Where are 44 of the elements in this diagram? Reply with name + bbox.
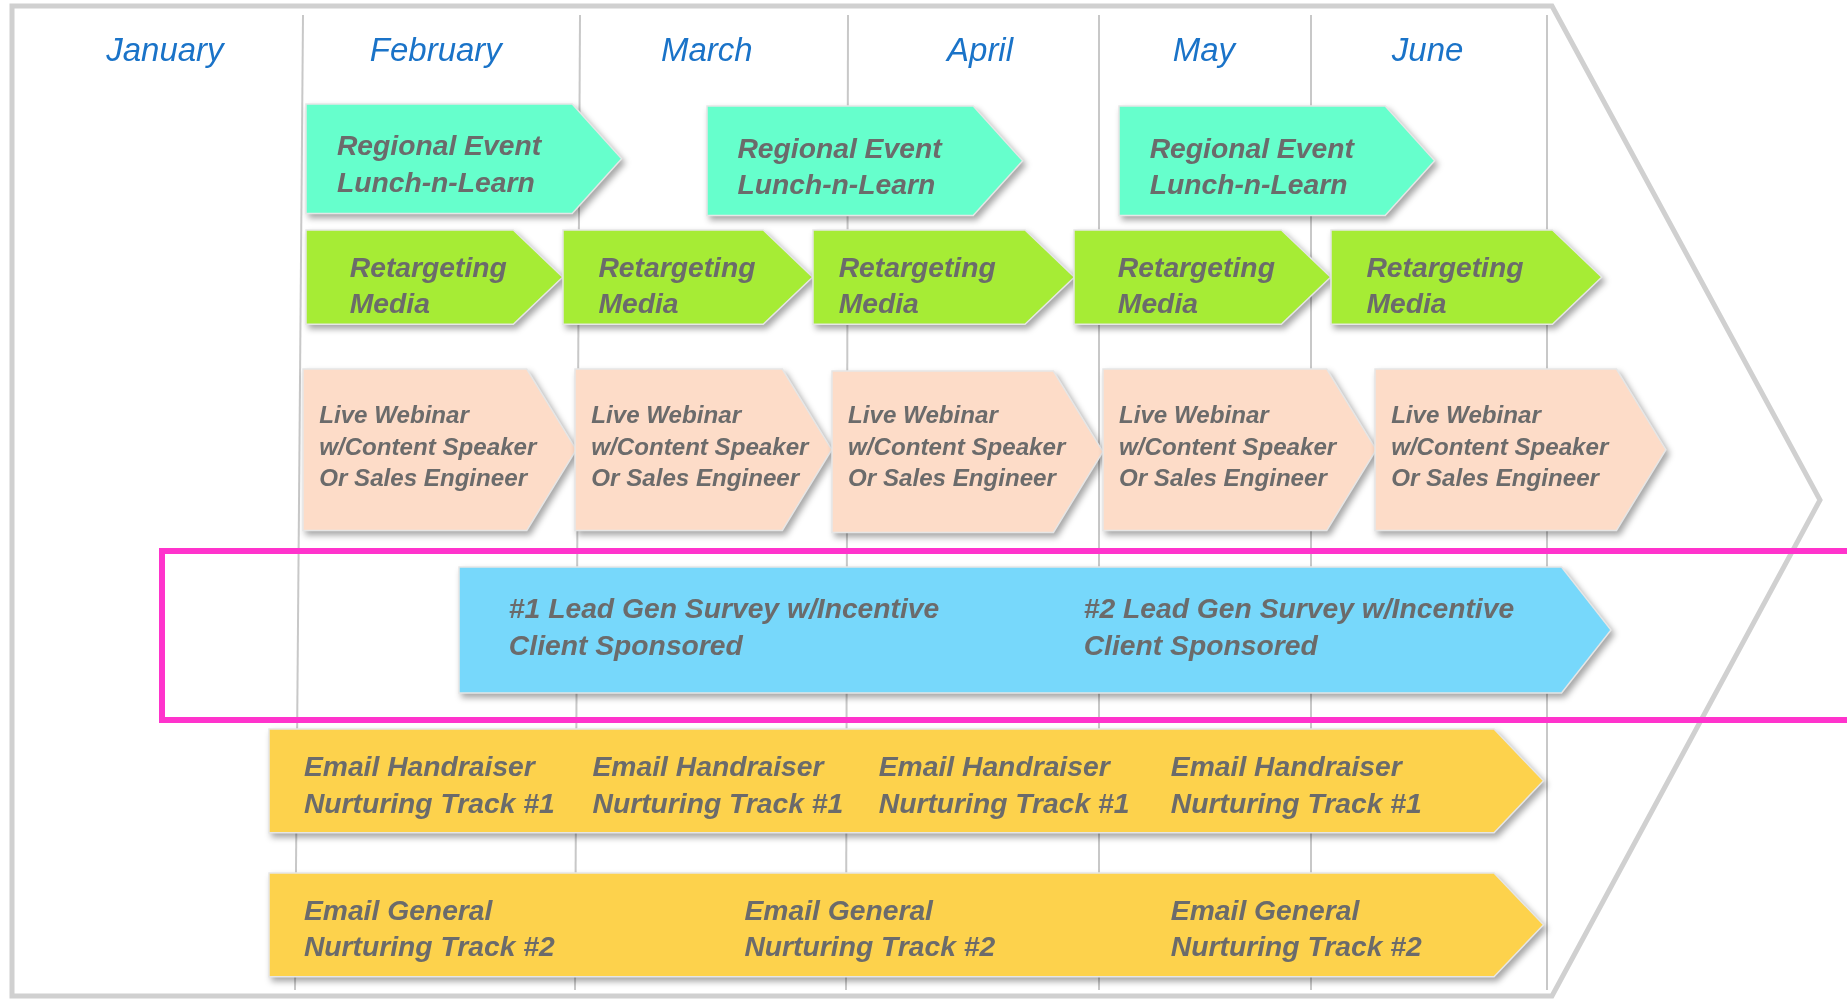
month-label: June (1391, 30, 1464, 69)
month-label: May (1172, 30, 1235, 69)
survey-block (459, 566, 1612, 693)
activity-text: Email Handraiser Nurturing Track #1 (303, 749, 556, 821)
activity-text: #2 Lead Gen Survey w/Incentive Client Sponsored (1083, 591, 1516, 663)
activity-text: Live Webinar w/Content Speaker Or Sales Engineer (848, 400, 1068, 494)
media-block (1331, 229, 1602, 324)
activity-text: Retargeting Media (349, 249, 508, 322)
month-label: March (660, 30, 753, 69)
activity-text: Regional Event Lunch-n-Learn (737, 130, 944, 203)
activity-text: Email Handraiser Nurturing Track #1 (592, 749, 845, 821)
activity-text: Retargeting Media (838, 249, 997, 322)
activity-text: #1 Lead Gen Survey w/Incentive Client Sponsored (508, 591, 941, 663)
media-block (812, 229, 1075, 324)
activity-text: Live Webinar w/Content Speaker Or Sales Engineer (591, 400, 811, 494)
activity-text: Live Webinar w/Content Speaker Or Sales Engineer (319, 400, 539, 494)
activity-text: Live Webinar w/Content Speaker Or Sales Engineer (1391, 400, 1611, 494)
media-block (1074, 229, 1332, 324)
media-block (306, 229, 564, 324)
event-block (306, 103, 622, 214)
activity-text: Email General Nurturing Track #2 (303, 892, 556, 965)
event-block (1119, 106, 1435, 216)
email-track-block (268, 872, 1544, 977)
event-block (706, 106, 1023, 216)
activity-text: Email Handraiser Nurturing Track #1 (1170, 749, 1423, 821)
activity-text: Retargeting Media (1366, 249, 1525, 322)
webinar-block (1102, 368, 1376, 531)
activity-text: Email Handraiser Nurturing Track #1 (878, 749, 1131, 821)
activity-text: Regional Event Lunch-n-Learn (336, 128, 543, 200)
activity-text: Email General Nurturing Track #2 (1170, 892, 1423, 965)
activity-text: Retargeting Media (598, 249, 757, 322)
email-track-block (268, 729, 1544, 833)
webinar-block (1374, 368, 1666, 531)
webinar-block (302, 368, 576, 531)
webinar-block (831, 371, 1103, 533)
month-label: April (947, 30, 1014, 69)
webinar-block (574, 368, 832, 531)
activity-text: Live Webinar w/Content Speaker Or Sales Engineer (1119, 400, 1338, 494)
activity-text: Regional Event Lunch-n-Learn (1149, 130, 1356, 203)
month-label: January (106, 30, 224, 69)
activity-text: Retargeting Media (1117, 249, 1276, 322)
activity-text: Email General Nurturing Track #2 (744, 892, 997, 965)
media-block (563, 229, 813, 324)
month-label: February (369, 30, 502, 69)
